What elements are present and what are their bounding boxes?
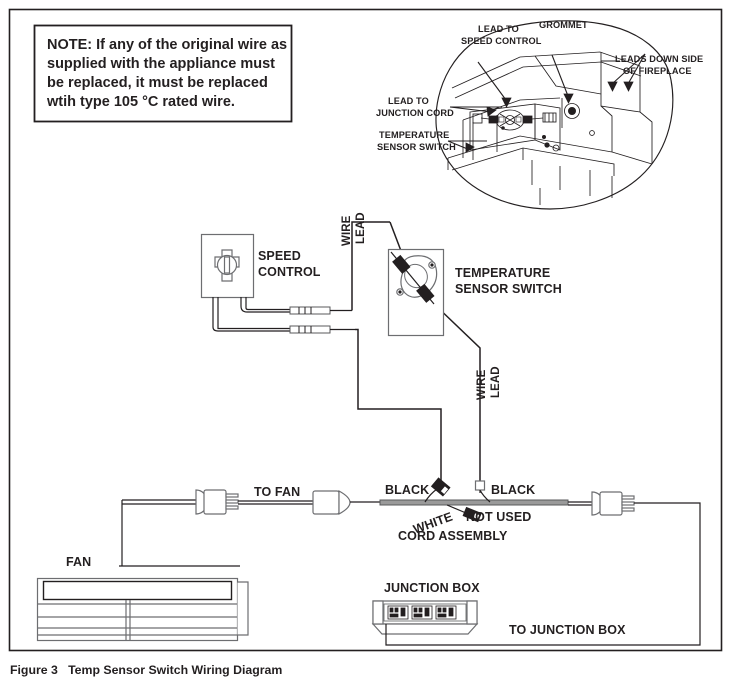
callout-temp-sensor-switch-line2: SENSOR SWITCH	[377, 142, 456, 152]
note-line-1: NOTE: If any of the original wire as	[47, 37, 287, 53]
callout-leads-down-side-line2: OF FIREPLACE	[623, 66, 692, 76]
fan-slats	[37, 603, 238, 636]
detail-interior-structure	[447, 51, 653, 205]
white-not-used-connector	[462, 506, 482, 523]
junction-box-outlet-1	[387, 605, 409, 620]
junction-box-outlet-3	[435, 605, 457, 620]
fan-top-panel	[42, 580, 233, 601]
wire-lead-label-lower: WIRE LEAD	[476, 366, 502, 400]
speed-control-lead-lower-2	[217, 297, 290, 330]
black-right-connector	[474, 480, 486, 493]
detail-fastener-2	[552, 144, 560, 152]
not-used-label: NOT USED	[466, 510, 531, 524]
wire-lower-step	[355, 328, 442, 487]
speed-control-lead-upper-2	[245, 297, 290, 311]
wire-lead-label-upper: WIRE LEAD	[341, 212, 367, 246]
to-fan-label: TO FAN	[254, 485, 300, 499]
callout-grommet: GROMMET	[539, 20, 588, 30]
note-box: NOTE: If any of the original wire as sup…	[33, 24, 293, 123]
figure-caption: Figure 3 Temp Sensor Switch Wiring Diagr…	[10, 663, 283, 677]
temp-sensor-switch-label-line2: SENSOR SWITCH	[455, 282, 562, 296]
note-line-4: wtih type 105 °C rated wire.	[46, 94, 235, 110]
detail-fastener-3	[589, 130, 595, 136]
temp-sensor-switch-body	[396, 255, 438, 298]
sensor-housing-bracket	[534, 103, 561, 151]
speed-control-label-line1: SPEED	[258, 249, 301, 263]
cord-assembly-component: TO FAN BLACK BLACK WHITE	[122, 477, 635, 543]
temp-sensor-terminal-lower	[416, 283, 435, 303]
wire-lead-upper-line2: LEAD	[355, 212, 367, 244]
temp-sensor-terminal-upper	[392, 254, 411, 274]
speed-control-lead-lower	[212, 297, 290, 332]
cord-receptacle-mid	[312, 489, 351, 516]
detail-view-outline	[435, 20, 674, 210]
wire-lead-upper-line1: WIRE	[341, 215, 353, 246]
junction-box-feed-wire	[385, 502, 701, 646]
note-box-border	[33, 24, 293, 123]
junction-box-outlet-2	[411, 605, 433, 620]
wire-lead-lower-line2: LEAD	[490, 366, 502, 398]
fireplace-detail-illustration: LEAD TO SPEED CONTROL GROMMET LEADS DOWN…	[376, 20, 703, 210]
detail-fastener-4	[542, 134, 547, 139]
wire-routing-network	[351, 221, 481, 488]
to-junction-box-label: TO JUNCTION BOX	[509, 623, 626, 637]
speed-control-component: SPEED CONTROL	[200, 233, 355, 334]
wire-lead-lower-line1: WIRE	[476, 369, 488, 400]
callout-lead-to-speed-control-line2: SPEED CONTROL	[461, 36, 542, 46]
junction-box-label: JUNCTION BOX	[384, 581, 480, 595]
detail-lead-connectors	[472, 112, 557, 124]
note-line-2: supplied with the appliance must	[47, 56, 275, 72]
callout-leads-down-side-line1: LEADS DOWN SIDE	[615, 54, 703, 64]
temperature-sensor-switch-component: TEMPERATURE SENSOR SWITCH	[387, 248, 562, 337]
detail-leader-lines	[447, 53, 646, 151]
callout-lead-to-junction-cord-line2: JUNCTION CORD	[376, 108, 454, 118]
junction-box-right-tab	[466, 600, 478, 625]
cord-plug-left	[195, 489, 239, 515]
black-right-label: BLACK	[491, 483, 535, 497]
note-line-3: be replaced, it must be replaced	[47, 75, 268, 91]
cord-plug-right	[591, 491, 635, 516]
black-left-connector	[430, 477, 451, 497]
fan-component: FAN	[36, 500, 249, 642]
junction-box-component: JUNCTION BOX	[371, 502, 701, 646]
callout-temp-sensor-switch-line1: TEMPERATURE	[379, 130, 449, 140]
wire-sensor-to-cord	[431, 301, 481, 488]
temp-sensor-switch-label-line1: TEMPERATURE	[455, 266, 550, 280]
speed-control-inline-connector-lower	[289, 325, 355, 334]
cord-body-bar	[379, 499, 569, 506]
black-left-label: BLACK	[385, 483, 429, 497]
speed-control-label-line2: CONTROL	[258, 265, 321, 279]
speed-control-knob-icon	[214, 249, 240, 282]
fan-label: FAN	[66, 555, 91, 569]
detail-fastener-1	[544, 142, 550, 148]
junction-box-left-tab	[372, 600, 384, 625]
callout-lead-to-junction-cord-line1: LEAD TO	[388, 96, 429, 106]
callout-lead-to-speed-control-line1: LEAD TO	[478, 24, 519, 34]
wire-upper-to-sensor	[351, 221, 390, 311]
detail-leader-arrowheads	[465, 81, 634, 153]
speed-control-inline-connector-upper	[289, 306, 352, 315]
speed-control-lead-upper	[240, 297, 290, 313]
cord-assembly-label: CORD ASSEMBLY	[398, 529, 508, 543]
grommet-part	[564, 103, 580, 119]
junction-box-lower-face	[371, 623, 479, 635]
white-branch-wire	[446, 504, 467, 514]
fan-side-bracket	[237, 581, 249, 636]
